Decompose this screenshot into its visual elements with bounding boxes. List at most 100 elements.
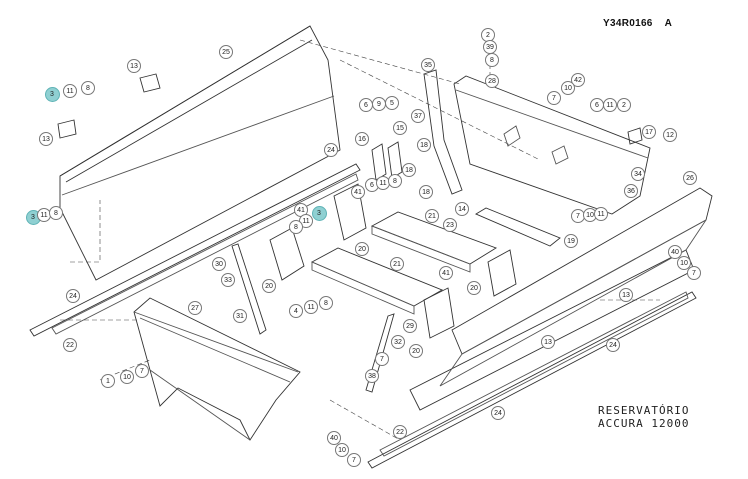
- part-callout-13: 13: [127, 59, 141, 73]
- panel-28: [453, 75, 651, 215]
- part-callout-20: 20: [409, 344, 423, 358]
- assembly-leader-3: [299, 39, 461, 85]
- part-callout-13: 13: [619, 288, 633, 302]
- part-callout-1: 1: [101, 374, 115, 388]
- bracket-left: [269, 227, 305, 281]
- part-callout-38: 38: [365, 369, 379, 383]
- link-31: [231, 243, 267, 335]
- part-callout-29: 29: [403, 319, 417, 333]
- panel-28-slot2: [551, 145, 569, 165]
- part-callout-35: 35: [421, 58, 435, 72]
- part-callout-19: 19: [564, 234, 578, 248]
- part-callout-15: 15: [393, 121, 407, 135]
- part-callout-18: 18: [402, 163, 416, 177]
- part-callout-13: 13: [541, 335, 555, 349]
- part-callout-11: 11: [37, 208, 51, 222]
- strap-35: [423, 69, 463, 195]
- panel-25: [59, 25, 341, 281]
- crossmember-upper-face: [371, 225, 471, 273]
- part-callout-24: 24: [491, 406, 505, 420]
- part-callout-7: 7: [375, 352, 389, 366]
- part-callout-36: 36: [624, 184, 638, 198]
- part-callout-32: 32: [391, 335, 405, 349]
- part-callout-7: 7: [687, 266, 701, 280]
- channel-14: [475, 207, 561, 247]
- part-callout-21: 21: [425, 209, 439, 223]
- part-callout-6: 6: [590, 98, 604, 112]
- bracket-right: [487, 249, 517, 297]
- part-callout-40: 40: [668, 245, 682, 259]
- panel-28-lip: [455, 89, 649, 159]
- part-callout-37: 37: [411, 109, 425, 123]
- part-callout-8: 8: [319, 296, 333, 310]
- part-callout-11: 11: [603, 98, 617, 112]
- part-callout-18: 18: [417, 138, 431, 152]
- part-callout-30: 30: [212, 257, 226, 271]
- crossmember-lower: [310, 247, 444, 307]
- panel-25-fold: [61, 95, 335, 196]
- part-callout-24: 24: [324, 143, 338, 157]
- part-callout-6: 6: [359, 98, 373, 112]
- part-callout-11: 11: [594, 207, 608, 221]
- part-callout-20: 20: [467, 281, 481, 295]
- drawing-code-text: Y34R0166: [603, 18, 653, 29]
- part-callout-11: 11: [304, 300, 318, 314]
- assembly-leader-2: [339, 59, 541, 161]
- part-callout-5: 5: [385, 96, 399, 110]
- part-callout-27: 27: [188, 301, 202, 315]
- crossmember-lower-face: [311, 261, 415, 315]
- part-callout-20: 20: [262, 279, 276, 293]
- slat-15: [387, 141, 403, 179]
- part-callout-14: 14: [455, 202, 469, 216]
- part-callout-42: 42: [571, 73, 585, 87]
- part-callout-41: 41: [439, 266, 453, 280]
- part-callout-10: 10: [677, 256, 691, 270]
- strip-24-right: [367, 291, 697, 469]
- part-callout-11: 11: [63, 84, 77, 98]
- part-callout-13: 13: [39, 132, 53, 146]
- bracket-mid: [333, 183, 367, 241]
- part-callout-25: 25: [219, 45, 233, 59]
- part-callout-9: 9: [372, 97, 386, 111]
- part-callout-34: 34: [631, 167, 645, 181]
- part-callout-7: 7: [135, 364, 149, 378]
- part-callout-8: 8: [81, 81, 95, 95]
- part-callout-8: 8: [49, 206, 63, 220]
- caption-line-2: ACCURA 12000: [598, 417, 690, 430]
- part-callout-22: 22: [393, 425, 407, 439]
- part-callout-23: 23: [443, 218, 457, 232]
- part-callout-8: 8: [388, 174, 402, 188]
- part-callout-2: 2: [481, 28, 495, 42]
- part-callout-10: 10: [335, 443, 349, 457]
- drawing-caption: RESERVATÓRIO ACCURA 12000: [598, 404, 689, 430]
- strip-22-right: [379, 291, 689, 457]
- assembly-leader-1: [70, 200, 101, 263]
- drawing-revision: A: [664, 18, 673, 29]
- part-callout-24: 24: [66, 289, 80, 303]
- part-callout-22: 22: [63, 338, 77, 352]
- panel-26-body: [439, 219, 707, 387]
- strip-24-left: [29, 163, 361, 337]
- part-callout-12: 12: [663, 128, 677, 142]
- part-callout-40: 40: [327, 431, 341, 445]
- part-callout-18: 18: [419, 185, 433, 199]
- part-13-left: [57, 119, 77, 139]
- part-callout-16: 16: [355, 132, 369, 146]
- slat-16: [371, 143, 387, 181]
- panel-27-bottom: [149, 369, 251, 441]
- part-callout-8: 8: [289, 220, 303, 234]
- bracket-low: [423, 287, 455, 339]
- caption-line-1: RESERVATÓRIO: [598, 404, 690, 417]
- panel-28-slot1: [503, 125, 521, 147]
- part-callout-4: 4: [289, 304, 303, 318]
- part-callout-21: 21: [390, 257, 404, 271]
- panel-26: [451, 187, 713, 355]
- part-callout-20: 20: [355, 242, 369, 256]
- part-callout-41: 41: [351, 185, 365, 199]
- part-callout-8: 8: [485, 53, 499, 67]
- part-callout-2: 2: [617, 98, 631, 112]
- part-callout-3[interactable]: 3: [44, 86, 60, 102]
- part-callout-3[interactable]: 3: [311, 205, 327, 221]
